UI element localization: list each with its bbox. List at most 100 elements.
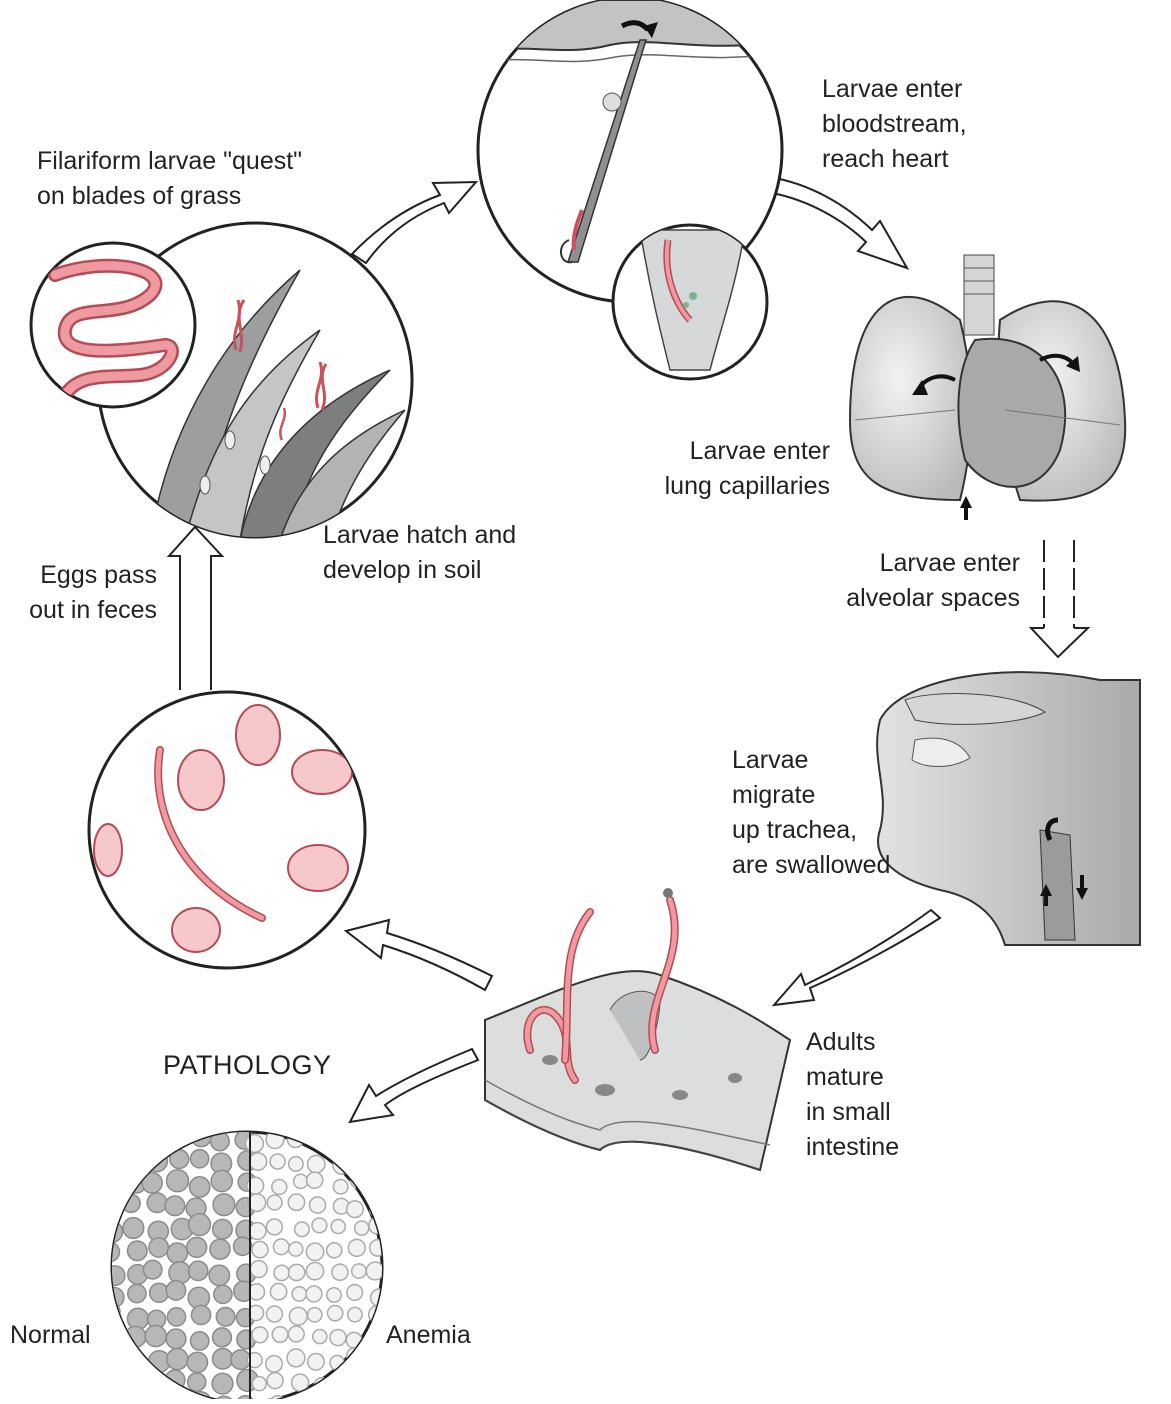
normal-red-cell [144, 1372, 164, 1392]
anemic-red-cell [295, 1222, 310, 1237]
normal-red-cell [213, 1194, 235, 1216]
normal-red-cell [210, 1239, 230, 1259]
normal-red-cell [128, 1152, 147, 1171]
anemic-red-cell [287, 1131, 303, 1147]
anemic-red-cell [350, 1173, 365, 1188]
label-pathology: PATHOLOGY [163, 1048, 332, 1083]
normal-red-cell [165, 1370, 185, 1390]
normal-red-cell [150, 1283, 169, 1302]
normal-red-cell [122, 1396, 144, 1399]
arrow-skin-to-lungs [770, 177, 907, 268]
normal-red-cell [190, 1332, 208, 1350]
anemic-red-cell [266, 1219, 282, 1235]
label-eggs-pass: Eggs pass out in feces [2, 558, 157, 628]
anemic-red-cell [289, 1307, 307, 1325]
arrow-lungs-to-head [1031, 628, 1088, 657]
normal-red-cell [170, 1150, 189, 1169]
skin-penetration-scene [470, 0, 790, 379]
normal-red-cell [129, 1369, 147, 1387]
normal-red-cell [189, 1261, 208, 1280]
anemic-red-cell [327, 1394, 343, 1399]
anemic-red-cell [288, 1326, 304, 1342]
anemic-red-cell [306, 1262, 323, 1279]
anemic-red-cell [289, 1242, 303, 1256]
anemic-red-cell [348, 1239, 365, 1256]
normal-red-cell [187, 1352, 207, 1372]
normal-red-cell [148, 1392, 167, 1399]
normal-red-cell [99, 1370, 118, 1389]
anemic-red-cell [332, 1264, 348, 1280]
anemic-red-cell [331, 1219, 345, 1233]
normal-red-cell [191, 1150, 209, 1168]
anemic-red-cell [294, 1174, 308, 1188]
anemic-red-cell [327, 1306, 342, 1321]
anemic-red-cell [266, 1356, 282, 1372]
anemic-red-cell [327, 1288, 341, 1302]
normal-red-cell [105, 1352, 127, 1374]
anemic-red-cell [245, 1135, 263, 1153]
normal-red-cell [143, 1260, 162, 1279]
anemic-red-cell [252, 1327, 268, 1343]
normal-red-cell [214, 1285, 232, 1303]
normal-red-cell [127, 1241, 147, 1261]
anemic-red-cell [252, 1242, 268, 1258]
normal-red-cell [187, 1237, 207, 1257]
anemic-red-cell [292, 1287, 306, 1301]
normal-red-cell [165, 1196, 185, 1216]
label-bloodstream: Larvae enter bloodstream, reach heart [822, 72, 967, 177]
anemic-red-cell [348, 1392, 365, 1399]
anemic-red-cell [249, 1153, 266, 1170]
normal-red-cell [169, 1394, 190, 1399]
anemic-red-cell [273, 1239, 289, 1255]
normal-red-cell [213, 1328, 232, 1347]
normal-red-cell [189, 1177, 209, 1197]
pathology-blood-smear [99, 1127, 389, 1399]
anemic-red-cell [355, 1221, 369, 1235]
normal-red-cell [142, 1133, 162, 1153]
normal-red-cell [100, 1242, 119, 1261]
anemic-red-cell [333, 1179, 348, 1194]
normal-red-cell [99, 1173, 120, 1194]
normal-red-cell [191, 1305, 210, 1324]
head-trachea-icon [877, 672, 1140, 945]
anemic-red-cell [250, 1261, 267, 1278]
anemic-red-cell [333, 1157, 350, 1174]
normal-red-cell [99, 1194, 120, 1215]
arrow-intestine-to-eggs [346, 920, 492, 990]
anemic-red-cell [374, 1354, 388, 1368]
anemic-red-cell [346, 1332, 362, 1348]
larva-magnified-icon [31, 243, 195, 407]
normal-red-cell [188, 1373, 206, 1391]
anemic-red-cell [274, 1265, 289, 1280]
intestine-block-icon [485, 888, 790, 1170]
anemic-red-cell [366, 1262, 384, 1280]
anemic-red-cell [307, 1172, 323, 1188]
normal-red-cell [166, 1329, 186, 1349]
anemic-red-cell [306, 1243, 323, 1260]
normal-red-cell [101, 1327, 123, 1349]
anemic-red-cell [308, 1308, 322, 1322]
anemic-red-cell [267, 1195, 282, 1210]
anemic-red-cell [347, 1201, 364, 1218]
normal-red-cell [167, 1243, 187, 1263]
anemic-red-cell [369, 1217, 386, 1234]
label-filariform-quest: Filariform larvae "quest" on blades of g… [37, 144, 302, 214]
anemic-red-cell [249, 1223, 266, 1240]
normal-red-cell [105, 1266, 125, 1286]
normal-red-cell [211, 1170, 232, 1191]
label-trachea: Larvae migrate up trachea, are swallowed [732, 743, 890, 883]
normal-red-cell [146, 1151, 167, 1172]
normal-red-cell [145, 1325, 166, 1346]
anemic-red-cell [272, 1179, 287, 1194]
arrow-intestine-to-pathology [350, 1049, 478, 1122]
normal-red-cell [189, 1214, 211, 1236]
anemic-red-cell [267, 1373, 283, 1389]
arrow-grass-to-skin [352, 182, 476, 263]
normal-red-cell [212, 1373, 233, 1394]
label-alveolar-spaces: Larvae enter alveolar spaces [790, 546, 1020, 616]
anemic-red-cell [307, 1155, 324, 1172]
anemic-red-cell [289, 1264, 305, 1280]
normal-red-cell [147, 1193, 167, 1213]
label-adults-mature: Adults mature in small intestine [806, 1025, 899, 1165]
